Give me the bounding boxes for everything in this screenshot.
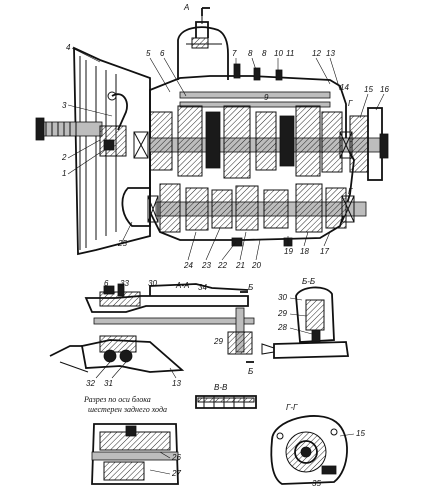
rev-callout-27: 27 [171, 469, 181, 478]
callout-23: 23 [201, 261, 211, 270]
callout-19: 19 [284, 247, 293, 256]
section-mark-g-upper: Г [348, 99, 353, 108]
callout-1: 1 [62, 169, 66, 178]
section-mark-b-lower: Б [248, 367, 253, 376]
aa-callout-32: 32 [86, 379, 95, 388]
aa-callout-31: 31 [104, 379, 113, 388]
section-mark-b-upper: Б [248, 283, 253, 292]
aa-callout-6: 6 [104, 279, 109, 288]
reverse-section-view [91, 423, 179, 485]
callout-8b: 8 [262, 49, 267, 58]
callout-11: 11 [286, 49, 294, 58]
section-mark-g-lower: Г [348, 187, 353, 196]
aa-callout-13: 13 [172, 379, 181, 388]
section-gg-labels: Г-Г 15 35 [286, 403, 365, 488]
section-bb-view [261, 286, 350, 359]
callout-7: 7 [232, 49, 237, 58]
section-title-bb: Б-Б [302, 277, 315, 286]
section-vv-view [195, 395, 257, 409]
reverse-section-labels: Разрез по оси блока шестерен заднего ход… [83, 395, 181, 478]
aa-callout-29: 29 [213, 337, 223, 346]
callout-24: 24 [183, 261, 193, 270]
callout-5: 5 [146, 49, 151, 58]
section-title-gg: Г-Г [286, 403, 298, 412]
callout-17: 17 [320, 247, 329, 256]
main-section-view [35, 7, 389, 256]
callout-16: 16 [380, 85, 389, 94]
bb-callout-28: 28 [277, 323, 287, 332]
aa-callout-34: 34 [198, 283, 207, 292]
section-marker-a: А [183, 3, 189, 12]
section-aa-view [49, 283, 255, 373]
section-gg-view [270, 415, 348, 485]
bb-callout-30: 30 [278, 293, 287, 302]
section-title-vv: В-В [214, 383, 228, 392]
reverse-caption-line2: шестерен заднего хода [88, 405, 167, 414]
callout-21: 21 [235, 261, 245, 270]
callout-10: 10 [274, 49, 283, 58]
callout-20: 20 [251, 261, 261, 270]
callout-15: 15 [364, 85, 373, 94]
callout-25: 25 [117, 239, 127, 248]
rev-callout-26: 26 [171, 453, 181, 462]
callout-6: 6 [160, 49, 165, 58]
section-aa-labels: А-А 6 33 30 34 29 32 31 13 Б Б [86, 279, 253, 388]
main-callouts: А 4 3 2 1 5 6 7 8 8 10 11 12 13 14 15 16… [61, 3, 389, 270]
bb-callout-29: 29 [277, 309, 287, 318]
callout-12: 12 [312, 49, 321, 58]
gg-callout-15: 15 [356, 429, 365, 438]
callout-18: 18 [300, 247, 309, 256]
section-title-aa: А-А [175, 281, 189, 290]
callout-13: 13 [326, 49, 335, 58]
section-bb-labels: Б-Б 30 29 28 [277, 277, 315, 335]
callout-3: 3 [62, 101, 67, 110]
callout-4: 4 [66, 43, 71, 52]
aa-callout-33: 33 [120, 279, 129, 288]
aa-callout-30: 30 [148, 279, 157, 288]
callout-14: 14 [340, 83, 349, 92]
gg-callout-35: 35 [312, 479, 321, 488]
callout-2: 2 [61, 153, 67, 162]
callout-9: 9 [264, 93, 269, 102]
reverse-caption-line1: Разрез по оси блока [83, 395, 151, 404]
callout-22: 22 [217, 261, 227, 270]
callout-8: 8 [248, 49, 253, 58]
